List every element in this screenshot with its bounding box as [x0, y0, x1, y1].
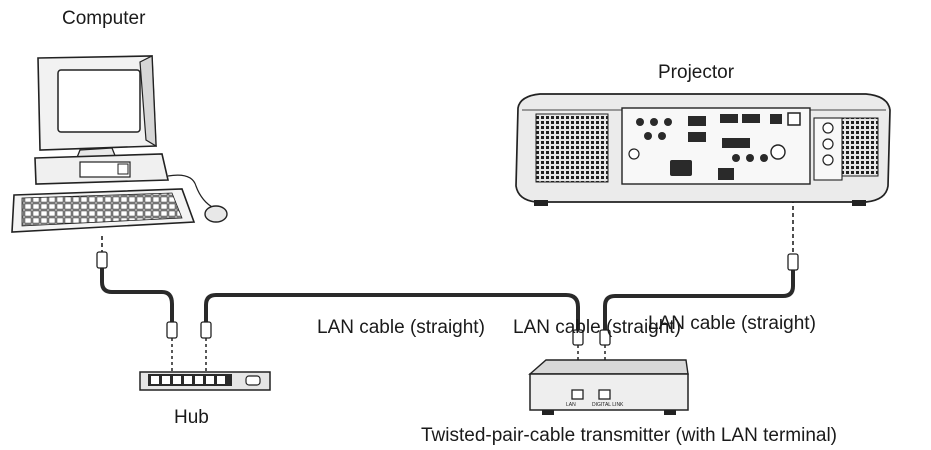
cable-connectors	[96, 251, 799, 346]
cable-label-2: LAN cable (straight)	[513, 317, 681, 338]
monitor-screen	[57, 69, 141, 133]
cable-hub-transmitter	[204, 293, 580, 330]
hub-label: Hub	[174, 407, 209, 428]
projector-illustration	[515, 93, 891, 206]
transmitter-illustration	[528, 359, 689, 415]
hub-illustration	[139, 371, 271, 391]
transmitter-port-digital-link-label: DIGITAL LINK	[592, 402, 624, 408]
computer-label: Computer	[62, 8, 146, 29]
cable-label-3: LAN cable (straight)	[648, 313, 816, 334]
cable-label-1: LAN cable (straight)	[317, 317, 485, 338]
cable-computer-hub-solid	[100, 268, 174, 322]
projector-label: Projector	[658, 62, 735, 83]
projector-lan-port	[787, 112, 801, 126]
computer-illustration	[11, 55, 228, 233]
transmitter-port-lan-label: LAN	[566, 402, 576, 408]
cable-transmitter-projector	[603, 270, 795, 330]
transmitter-label: Twisted-pair-cable transmitter (with LAN…	[421, 425, 838, 446]
mouse	[204, 205, 228, 223]
